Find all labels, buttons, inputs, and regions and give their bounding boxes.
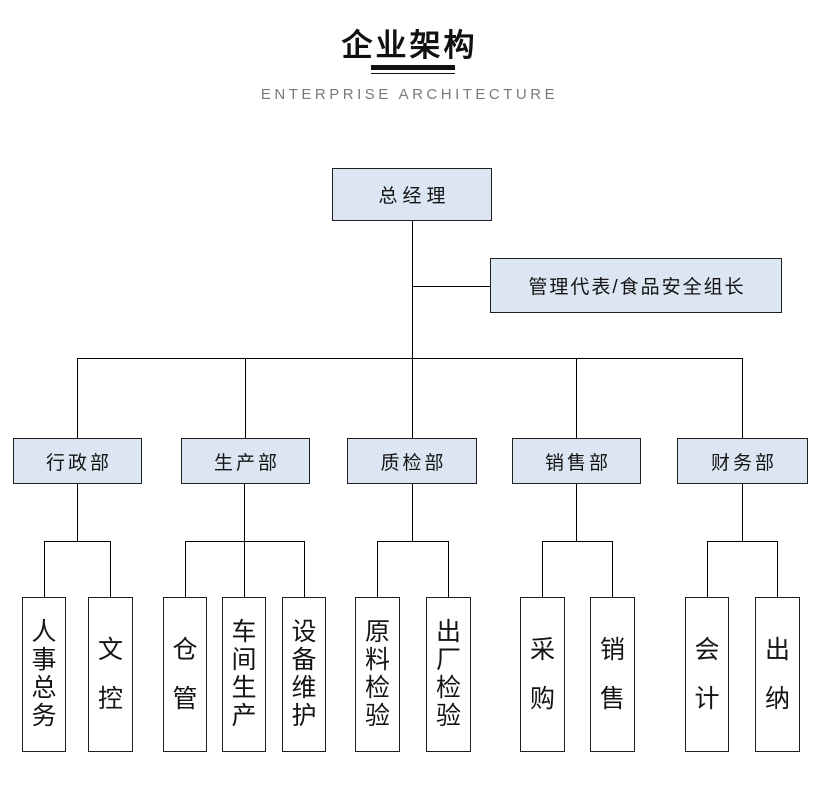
connector-leaf-drop — [542, 541, 543, 597]
leaf-label-char: 务 — [31, 702, 57, 730]
connector-drop-sales — [576, 358, 577, 438]
connector-stem-sales — [576, 484, 577, 541]
box-sales: 销售 — [590, 597, 635, 752]
leaf-label-char: 采 — [529, 635, 555, 664]
connector-stem-production — [244, 484, 245, 597]
box-management-representative: 管理代表/食品安全组长 — [490, 258, 782, 313]
leaf-label-char: 事 — [31, 646, 57, 674]
leaf-label-char: 检 — [435, 674, 461, 702]
leaf-label-char: 仓 — [172, 635, 198, 664]
box-dept-admin: 行政部 — [13, 438, 142, 484]
connector-rail-production — [185, 541, 304, 542]
box-workshop-production: 车间生产 — [222, 597, 266, 752]
page-subtitle: ENTERPRISE ARCHITECTURE — [260, 86, 559, 103]
connector-stem-admin — [77, 484, 78, 541]
connector-leaf-drop — [304, 541, 305, 597]
box-procurement: 采购 — [520, 597, 565, 752]
page-title: 企业架构 — [341, 28, 478, 63]
connector-rail-quality — [377, 541, 449, 542]
leaf-label-char: 纳 — [764, 684, 790, 713]
box-dept-finance: 财务部 — [677, 438, 808, 484]
connector-rail-admin — [44, 541, 111, 542]
leaf-label-char: 文 — [97, 635, 123, 664]
leaf-label-char: 管 — [172, 684, 198, 713]
connector-main-rail — [77, 358, 743, 359]
connector-leaf-drop — [777, 541, 778, 597]
connector-drop-admin — [77, 358, 78, 438]
leaf-label-char: 控 — [97, 684, 123, 713]
box-equipment-maintenance: 设备维护 — [282, 597, 326, 752]
leaf-label-char: 产 — [231, 702, 257, 730]
box-dept-production: 生产部 — [181, 438, 310, 484]
connector-leaf-drop — [377, 541, 378, 597]
leaf-label-char: 设 — [291, 618, 317, 646]
connector-rail-finance — [707, 541, 778, 542]
connector-drop-finance — [742, 358, 743, 438]
box-accounting: 会计 — [685, 597, 729, 752]
leaf-label-char: 购 — [529, 684, 555, 713]
connector-trunk — [412, 221, 413, 358]
connector-leaf-drop — [448, 541, 449, 597]
connector-drop-qc — [412, 358, 413, 438]
box-hr-general-affairs: 人事总务 — [22, 597, 66, 752]
box-general-manager: 总经理 — [332, 168, 492, 221]
leaf-label-char: 售 — [599, 684, 625, 713]
box-raw-material-inspection: 原料检验 — [355, 597, 400, 752]
leaf-label-char: 料 — [364, 646, 390, 674]
box-document-control: 文控 — [88, 597, 133, 752]
leaf-label-char: 厂 — [435, 646, 461, 674]
leaf-label-char: 生 — [231, 674, 257, 702]
box-dept-sales: 销售部 — [512, 438, 641, 484]
leaf-label-char: 车 — [231, 618, 257, 646]
leaf-label-char: 计 — [694, 684, 720, 713]
leaf-label-char: 备 — [291, 646, 317, 674]
leaf-label-char: 间 — [231, 646, 257, 674]
connector-drop-production — [245, 358, 246, 438]
leaf-label-char: 验 — [435, 702, 461, 730]
leaf-label-char: 维 — [291, 674, 317, 702]
connector-leaf-drop — [44, 541, 45, 597]
leaf-label-char: 验 — [364, 702, 390, 730]
leaf-label-char: 出 — [764, 635, 790, 664]
title-underline-thin — [371, 73, 455, 74]
title-underline-thick — [371, 65, 455, 70]
leaf-label-char: 销 — [599, 635, 625, 664]
leaf-label-char: 护 — [291, 702, 317, 730]
box-dept-quality: 质检部 — [347, 438, 477, 484]
connector-staff-link — [412, 286, 490, 287]
box-warehouse: 仓管 — [163, 597, 207, 752]
connector-leaf-drop — [110, 541, 111, 597]
leaf-label-char: 检 — [364, 674, 390, 702]
connector-leaf-drop — [707, 541, 708, 597]
connector-rail-sales — [542, 541, 613, 542]
connector-leaf-drop — [185, 541, 186, 597]
leaf-label-char: 原 — [364, 618, 390, 646]
leaf-label-char: 出 — [435, 618, 461, 646]
box-cashier: 出纳 — [755, 597, 800, 752]
connector-leaf-drop — [612, 541, 613, 597]
connector-stem-quality — [412, 484, 413, 541]
connector-stem-finance — [742, 484, 743, 541]
leaf-label-char: 人 — [31, 618, 57, 646]
box-outgoing-inspection: 出厂检验 — [426, 597, 471, 752]
leaf-label-char: 总 — [31, 674, 57, 702]
leaf-label-char: 会 — [694, 635, 720, 664]
